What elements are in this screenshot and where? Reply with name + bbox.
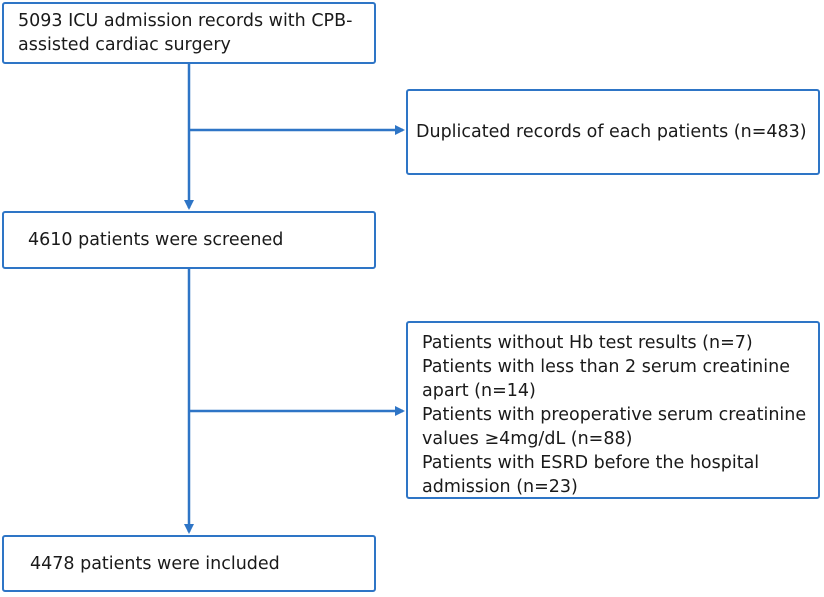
step1-text: 5093 ICU admission records with CPB-assi… xyxy=(18,11,353,55)
exclusion2-item: Patients with preoperative serum creatin… xyxy=(422,405,807,449)
exclusion2-item: Patients with less than 2 serum creatini… xyxy=(422,357,790,401)
step3-box: 4478 patients were included xyxy=(2,535,376,592)
step2-box: 4610 patients were screened xyxy=(2,211,376,269)
exclusion2-item: Patients with ESRD before the hospital a… xyxy=(422,453,760,497)
exclusion2-box: Patients without Hb test results (n=7) P… xyxy=(406,321,820,499)
step2-text: 4610 patients were screened xyxy=(28,230,284,250)
step1-box: 5093 ICU admission records with CPB-assi… xyxy=(2,2,376,64)
step3-text: 4478 patients were included xyxy=(30,553,280,574)
exclusion1-box: Duplicated records of each patients (n=4… xyxy=(406,89,820,175)
exclusion1-text: Duplicated records of each patients (n=4… xyxy=(416,122,807,142)
exclusion2-item: Patients without Hb test results (n=7) xyxy=(422,333,753,353)
